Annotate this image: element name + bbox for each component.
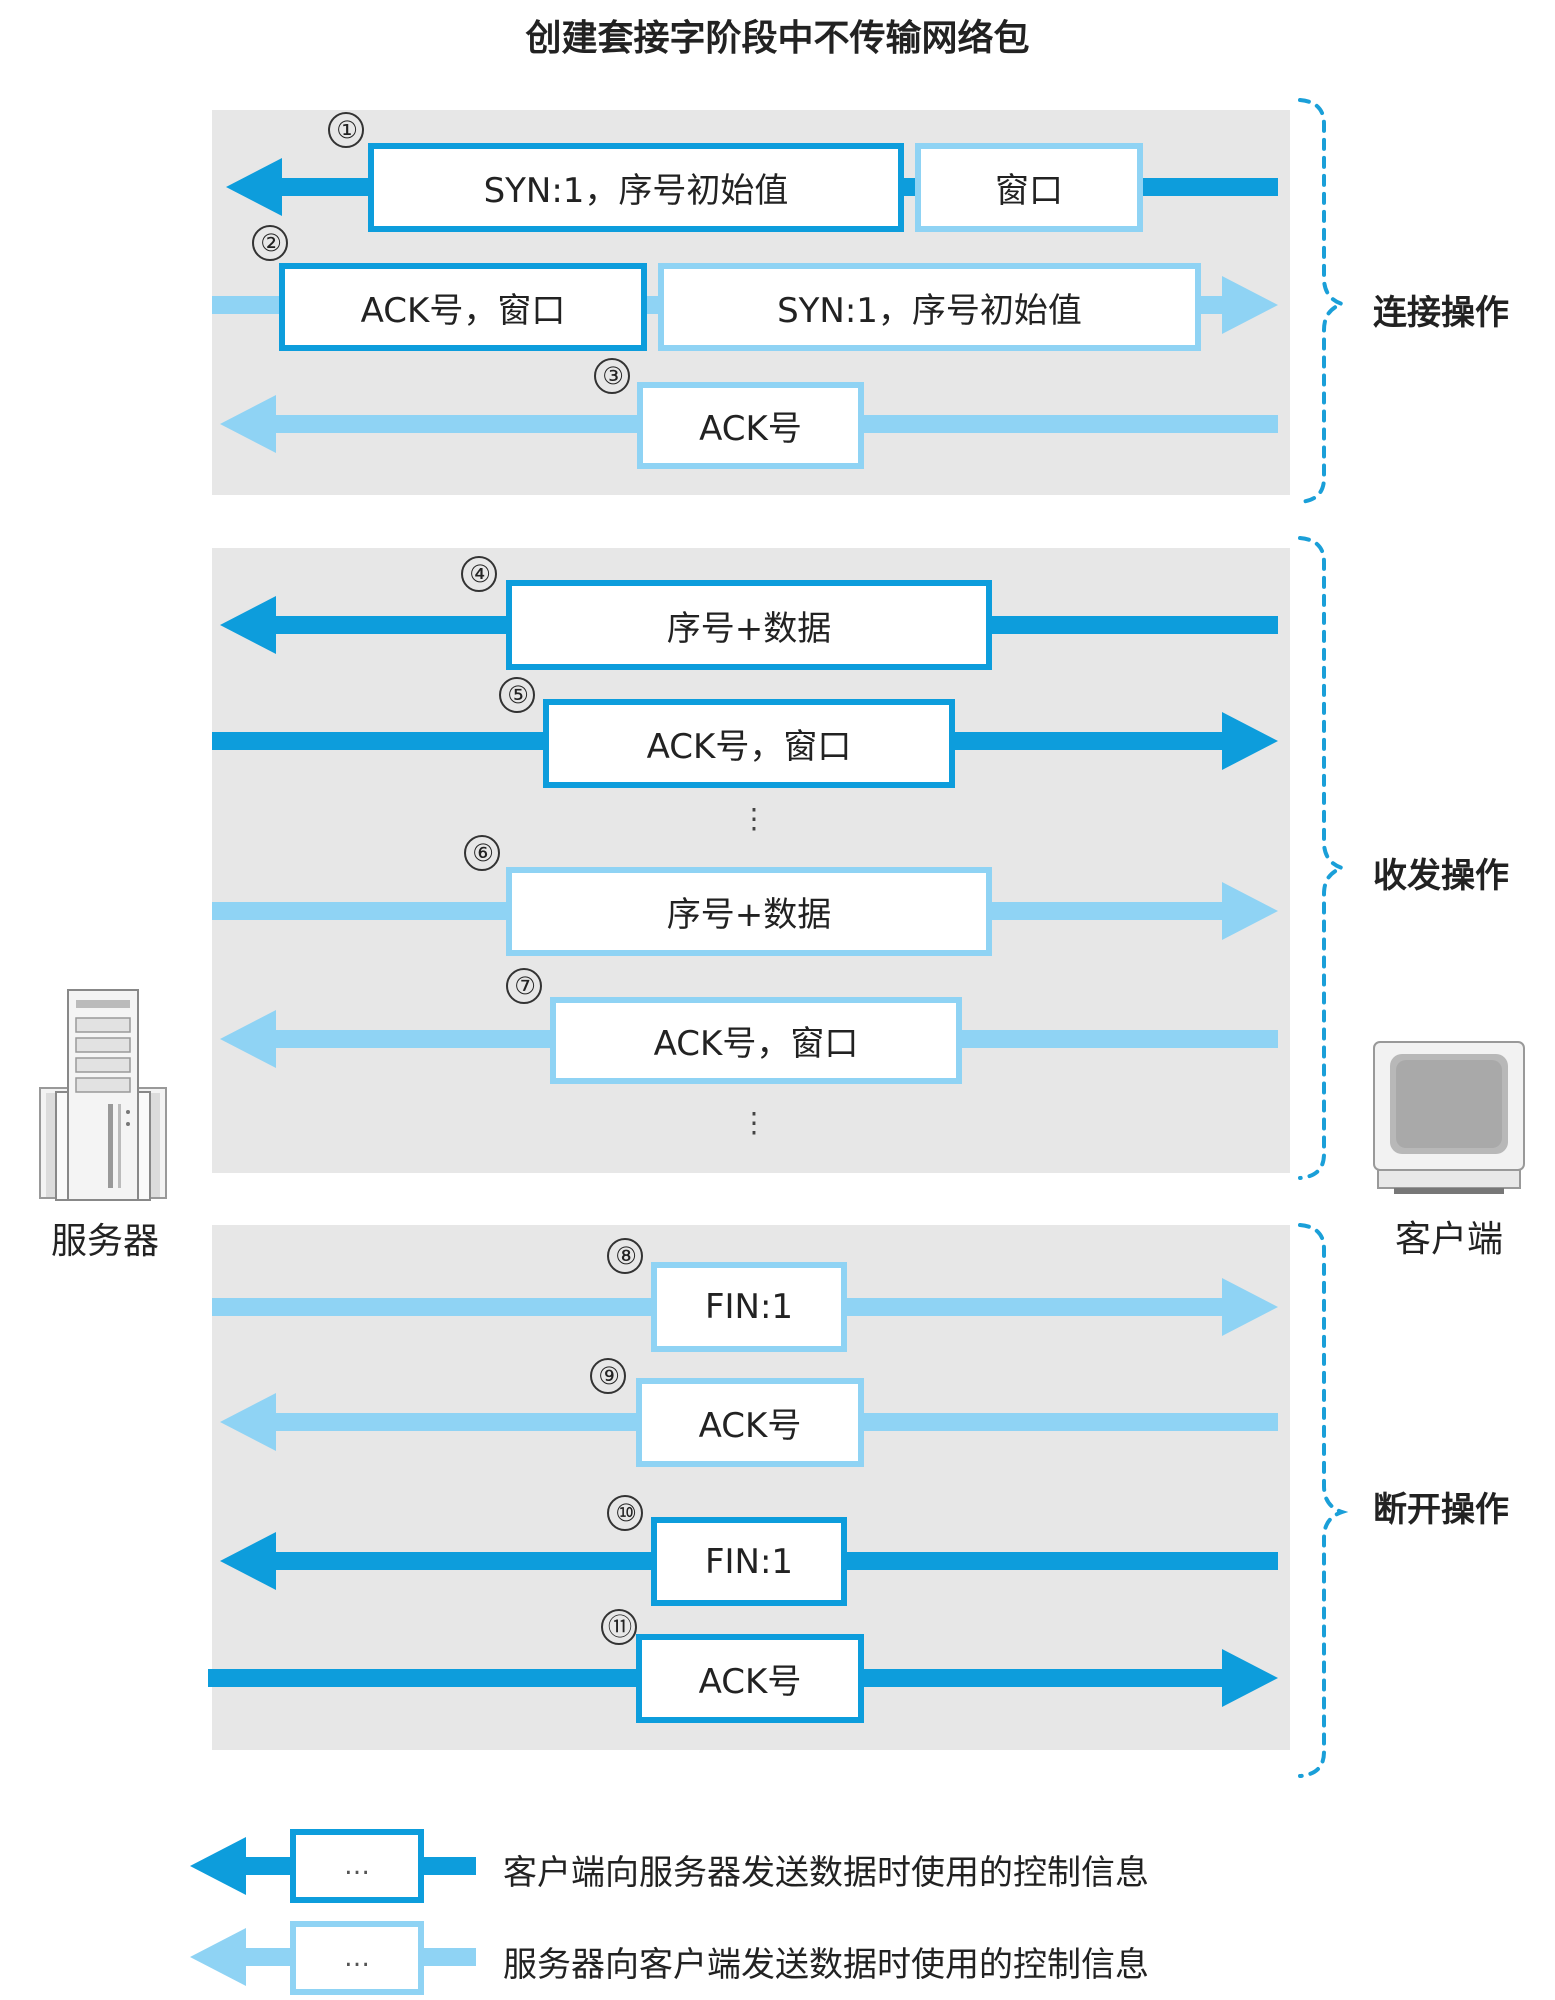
diagram-title: 创建套接字阶段中不传输网络包 (525, 18, 1030, 59)
legend-dark-text: 客户端向服务器发送数据时使用的控制信息 (503, 1853, 1149, 1893)
disconnect-brace (1298, 1223, 1349, 1778)
message-2-box-syn: SYN:1，序号初始值 (658, 263, 1201, 351)
message-3-box-ack: ACK号 (637, 382, 864, 469)
message-5-box-ack: ACK号，窗口 (543, 699, 955, 788)
step-number-8: ⑧ (607, 1238, 643, 1274)
message-1-box-window: 窗口 (915, 143, 1143, 232)
message-4-box-data: 序号+数据 (506, 580, 992, 670)
step-number-6: ⑥ (464, 835, 500, 871)
server-icon (39, 989, 167, 1201)
message-1-box-syn: SYN:1，序号初始值 (368, 143, 904, 232)
message-7-box-ack: ACK号，窗口 (550, 997, 962, 1084)
message-8-box-fin: FIN:1 (651, 1262, 847, 1352)
disconnect-phase-label: 断开操作 (1373, 1490, 1509, 1530)
legend-light-text: 服务器向客户端发送数据时使用的控制信息 (503, 1945, 1149, 1985)
transfer-phase-label: 收发操作 (1373, 856, 1509, 896)
ellipsis-after-step-7: ⋮ (740, 1106, 768, 1139)
message-9-box-ack: ACK号 (636, 1378, 864, 1467)
legend-light-box: … (290, 1921, 424, 1995)
message-10-box-fin: FIN:1 (651, 1517, 847, 1606)
message-2-box-ack: ACK号，窗口 (279, 263, 647, 351)
client-computer-icon (1373, 1041, 1525, 1194)
step-number-9: ⑨ (590, 1358, 626, 1394)
ellipsis-after-step-5: ⋮ (740, 802, 768, 835)
step-number-7: ⑦ (506, 968, 542, 1004)
step-number-2: ② (252, 225, 288, 261)
step-number-3: ③ (594, 358, 630, 394)
connect-phase-label: 连接操作 (1373, 293, 1509, 333)
step-number-10: ⑩ (607, 1495, 643, 1531)
step-number-1: ① (328, 112, 364, 148)
legend-dark-box: … (290, 1829, 424, 1903)
connect-brace (1298, 98, 1349, 504)
client-label: 客户端 (1394, 1219, 1503, 1260)
message-11-box-ack: ACK号 (636, 1634, 864, 1723)
message-6-box-data: 序号+数据 (506, 867, 992, 956)
step-number-4: ④ (461, 556, 497, 592)
server-label: 服务器 (50, 1221, 159, 1262)
step-number-5: ⑤ (499, 677, 535, 713)
transfer-brace (1298, 536, 1349, 1180)
step-number-11: ⑪ (601, 1609, 637, 1645)
